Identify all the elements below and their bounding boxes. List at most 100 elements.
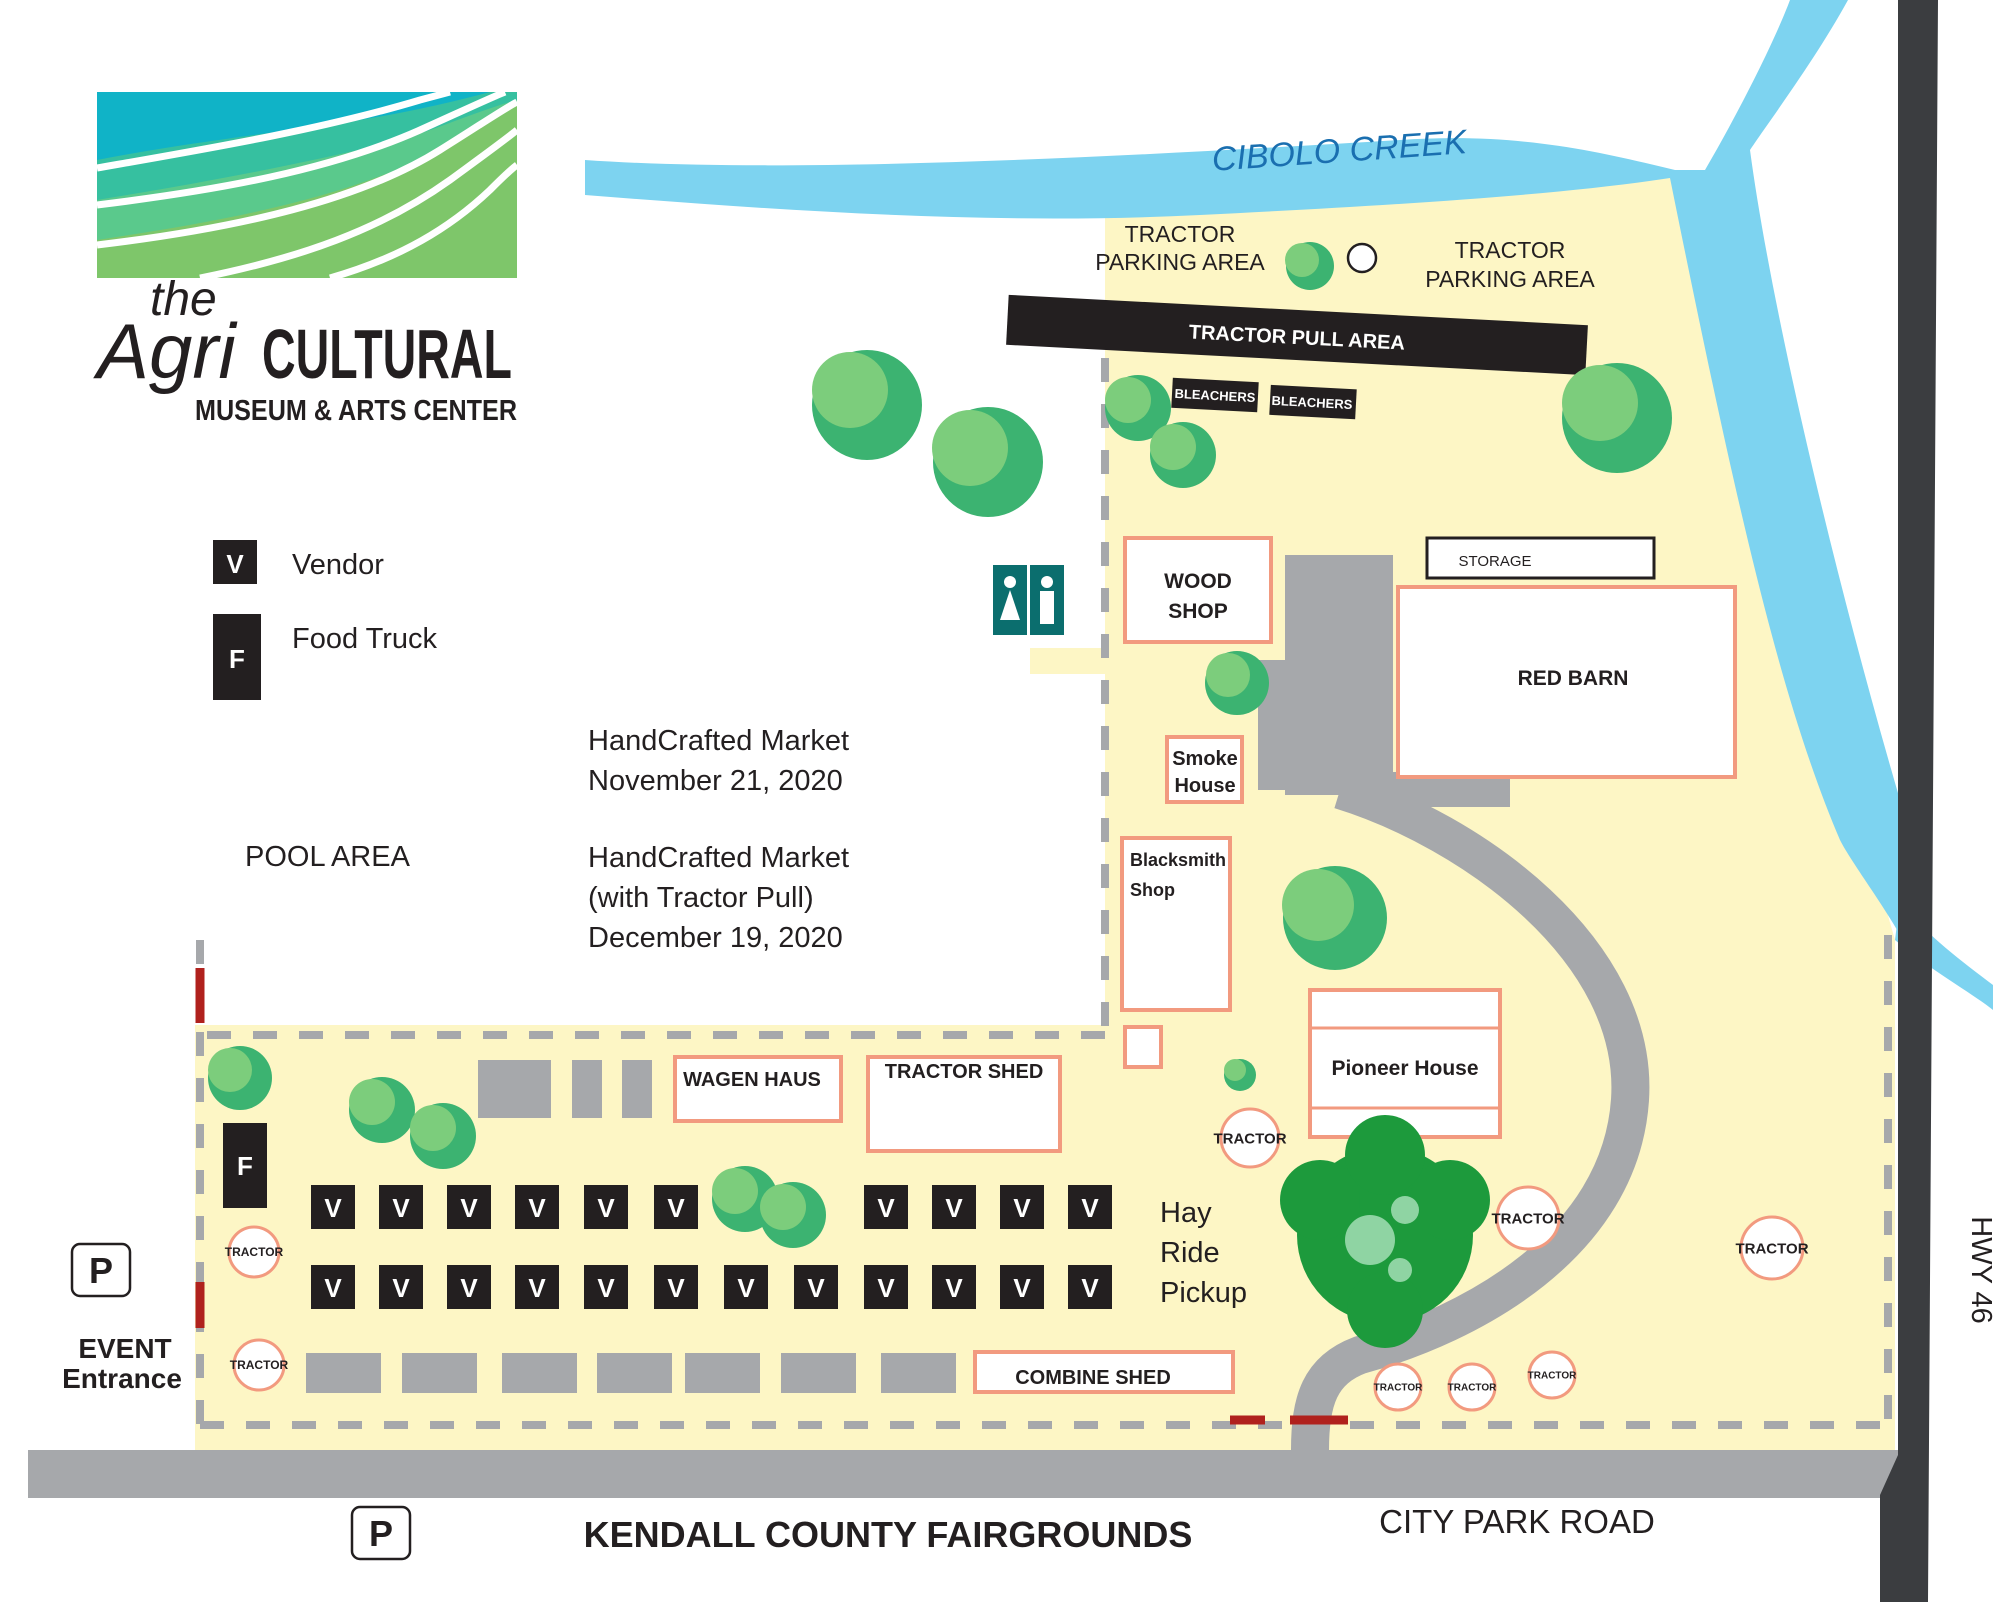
entrance-drive — [1291, 771, 1650, 1451]
vendor-marker: V — [724, 1265, 768, 1309]
svg-text:V: V — [1081, 1193, 1099, 1223]
svg-text:TRACTOR: TRACTOR — [1491, 1210, 1564, 1227]
tree-icon — [1150, 422, 1216, 488]
blacksmith-label-1: Blacksmith — [1130, 850, 1226, 870]
vendor-marker: V — [447, 1185, 491, 1229]
hay-ride-label-3: Pickup — [1160, 1277, 1247, 1309]
vendor-marker: V — [447, 1265, 491, 1309]
vendor-marker: V — [1000, 1265, 1044, 1309]
event2-subtitle: (with Tractor Pull) — [588, 882, 814, 914]
vendor-marker: V — [1068, 1185, 1112, 1229]
svg-text:TRACTOR: TRACTOR — [1213, 1130, 1286, 1147]
svg-text:TRACTOR: TRACTOR — [1735, 1240, 1808, 1257]
vendor-marker: V — [311, 1265, 355, 1309]
svg-text:TRACTOR: TRACTOR — [1374, 1383, 1423, 1394]
parking-icon: P — [350, 1505, 412, 1561]
hay-ride-label-2: Ride — [1160, 1237, 1220, 1269]
tree-icon — [1285, 242, 1334, 290]
tractor-marker: TRACTOR — [1527, 1350, 1577, 1400]
vendor-marker: V — [311, 1185, 355, 1229]
pioneer-house — [1308, 988, 1502, 1139]
tractor-parking-left-2: PARKING AREA — [1095, 249, 1265, 275]
city-park-road-label: CITY PARK ROAD — [1379, 1503, 1655, 1540]
svg-text:V: V — [324, 1273, 342, 1303]
svg-text:BLEACHERS: BLEACHERS — [1271, 393, 1353, 412]
fairgrounds-label: KENDALL COUNTY FAIRGROUNDS — [584, 1514, 1193, 1555]
event2-date: December 19, 2020 — [588, 922, 843, 954]
svg-text:V: V — [226, 549, 244, 579]
restroom-path — [1030, 648, 1105, 674]
wagen-haus — [673, 1055, 843, 1123]
legend-vendor-label: Vendor — [292, 549, 384, 581]
combine-shed — [973, 1350, 1235, 1394]
tree-icon — [349, 1077, 415, 1143]
pool-area-label: POOL AREA — [245, 841, 411, 873]
vendor-marker: V — [584, 1185, 628, 1229]
large-oak-icon — [1280, 1115, 1490, 1348]
event1-date: November 21, 2020 — [588, 765, 843, 797]
trees — [208, 242, 1672, 1348]
tractor-marker: TRACTOR — [230, 1338, 289, 1392]
tractor-marker: TRACTOR — [225, 1225, 284, 1279]
svg-text:V: V — [945, 1273, 963, 1303]
event1-title: HandCrafted Market — [588, 725, 849, 757]
vendor-marker: V — [515, 1185, 559, 1229]
restroom-icon — [993, 565, 1064, 635]
vendor-marker: V — [379, 1265, 423, 1309]
svg-text:TRACTOR: TRACTOR — [1528, 1371, 1577, 1382]
blacksmith-label-2: Shop — [1130, 880, 1175, 900]
svg-text:V: V — [807, 1273, 825, 1303]
red-barn-label: RED BARN — [1518, 667, 1629, 690]
tree-icon — [410, 1103, 476, 1169]
vendor-marker: V — [932, 1185, 976, 1229]
svg-text:TRACTOR: TRACTOR — [230, 1358, 289, 1372]
hay-ride-label-1: Hay — [1160, 1197, 1212, 1229]
wood-shop-label-2: SHOP — [1168, 600, 1228, 623]
svg-text:V: V — [392, 1193, 410, 1223]
tractor-shed-label: TRACTOR SHED — [885, 1061, 1044, 1083]
logo-cultural: CULTURAL — [262, 315, 512, 393]
tractor-marker: TRACTOR — [1491, 1185, 1565, 1251]
wood-shop-label-1: WOOD — [1164, 570, 1232, 593]
tractor-parking-right-2: PARKING AREA — [1425, 266, 1595, 292]
vendor-marker: V — [654, 1185, 698, 1229]
tree-icon — [1205, 651, 1269, 715]
svg-text:P: P — [369, 1513, 393, 1554]
svg-text:V: V — [737, 1273, 755, 1303]
vendor-marker: V — [1000, 1185, 1044, 1229]
tractor-parking-left-1: TRACTOR — [1125, 221, 1236, 247]
tractor-marker: TRACTOR — [1735, 1215, 1809, 1281]
storage-label: STORAGE — [1458, 553, 1531, 570]
svg-text:V: V — [528, 1193, 546, 1223]
svg-text:V: V — [528, 1273, 546, 1303]
tractor-shed — [866, 1055, 1062, 1153]
storage — [1425, 536, 1656, 580]
svg-text:BLEACHERS: BLEACHERS — [1174, 386, 1256, 405]
svg-text:P: P — [89, 1250, 113, 1291]
legend: V Vendor F Food Truck — [213, 540, 438, 700]
svg-text:V: V — [460, 1273, 478, 1303]
event-info: HandCrafted Market November 21, 2020 Han… — [588, 725, 849, 954]
vendor-marker: V — [864, 1185, 908, 1229]
vendor-marker: V — [1068, 1265, 1112, 1309]
hwy-46-label: HWY 46 — [1965, 1216, 1993, 1323]
svg-text:V: V — [877, 1193, 895, 1223]
smoke-house-label-2: House — [1174, 775, 1235, 797]
svg-text:V: V — [1013, 1273, 1031, 1303]
svg-text:F: F — [229, 644, 245, 674]
svg-text:V: V — [1013, 1193, 1031, 1223]
logo-agri: Agri — [93, 307, 238, 395]
tree-icon — [932, 407, 1043, 517]
logo: the Agri CULTURAL MUSEUM & ARTS CENTER — [93, 88, 520, 427]
svg-text:V: V — [667, 1273, 685, 1303]
tractor-parking-right-1: TRACTOR — [1455, 237, 1566, 263]
tractor-pull-area: TRACTOR PULL AREA — [1006, 294, 1588, 376]
svg-text:V: V — [877, 1273, 895, 1303]
legend-vendor-swatch — [213, 540, 257, 584]
vendor-marker: V — [654, 1265, 698, 1309]
tractor-markers: TRACTOR TRACTOR TRACTOR TRACTOR TRACTOR TRACT… — [225, 1107, 1809, 1412]
entrance-markers — [195, 968, 1348, 1425]
wagen-haus-label: WAGEN HAUS — [683, 1069, 821, 1091]
parking-icon: P — [70, 1242, 132, 1298]
svg-text:V: V — [945, 1193, 963, 1223]
